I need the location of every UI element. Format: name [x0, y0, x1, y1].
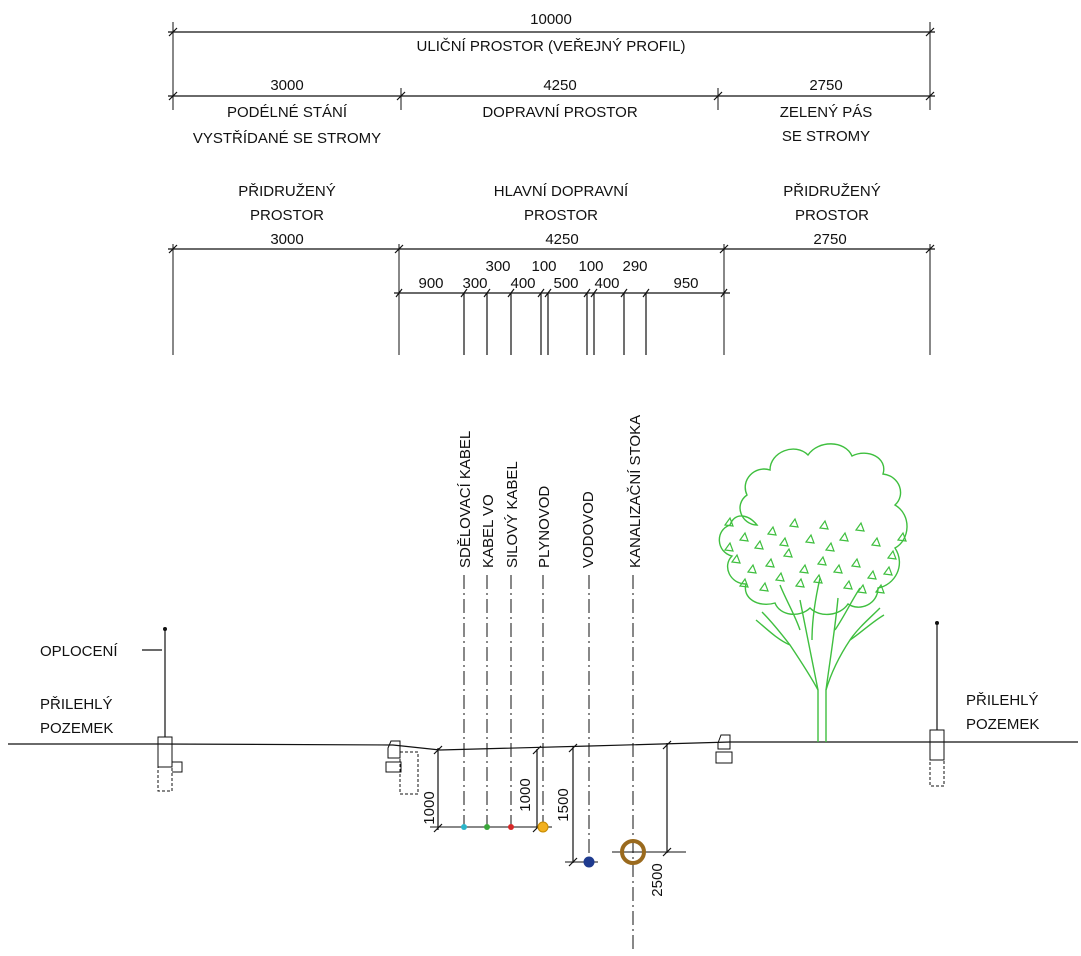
zone-1-line1: PŘIDRUŽENÝ — [238, 183, 336, 200]
network-dimensions: 900 300 300 400 100 500 100 400 290 950 — [394, 258, 730, 355]
left-curb — [385, 740, 419, 795]
net-dim-1: 900 — [418, 275, 443, 292]
depth-2: 1000 — [517, 778, 534, 811]
tree-illustration — [718, 443, 908, 742]
gas-pipe-symbol — [537, 821, 549, 833]
segment-3-label: ZELENÝ PÁS — [780, 104, 873, 121]
net-dim-2: 300 — [462, 275, 487, 292]
left-plot-label-2: POZEMEK — [40, 720, 113, 737]
total-width-value: 10000 — [530, 11, 572, 28]
net-dim-3: 300 — [485, 258, 510, 275]
net-dim-4: 400 — [510, 275, 535, 292]
segment-1-label: PODÉLNÉ STÁNÍ — [227, 104, 348, 121]
left-plot-label-1: PŘILEHLÝ — [40, 696, 113, 713]
utility-label-telecom: SDĚLOVACÍ KABEL — [457, 431, 474, 568]
zone-2-line1: HLAVNÍ DOPRAVNÍ — [494, 183, 629, 200]
right-plot-label-2: POZEMEK — [966, 716, 1039, 733]
segment-3-label-2: SE STROMY — [782, 128, 870, 145]
zone-2-line2: PROSTOR — [524, 207, 598, 224]
utility-symbols — [461, 821, 646, 868]
utility-label-water: VODOVOD — [580, 491, 597, 568]
net-dim-9: 290 — [622, 258, 647, 275]
net-dim-5: 100 — [531, 258, 556, 275]
zone-1-line2: PROSTOR — [250, 207, 324, 224]
zone-dimensions: 3000 4250 2750 — [168, 231, 935, 355]
segment-1-label-2: VYSTŘÍDANÉ SE STROMY — [193, 130, 381, 147]
segment-2-label: DOPRAVNÍ PROSTOR — [482, 104, 637, 121]
depth-1: 1000 — [421, 791, 438, 824]
segment-3-value: 2750 — [809, 77, 842, 94]
network-drop-lines — [463, 293, 647, 355]
left-fence: OPLOCENÍ PŘILEHLÝ POZEMEK — [40, 627, 183, 792]
utility-label-power: SILOVÝ KABEL — [504, 461, 521, 568]
utility-label-sewer: KANALIZAČNÍ STOKA — [627, 415, 644, 568]
utility-label-public-lighting: KABEL VO — [480, 494, 497, 568]
fence-label: OPLOCENÍ — [40, 643, 118, 660]
right-fence: PŘILEHLÝ POZEMEK — [929, 621, 1039, 787]
zone-3-line2: PROSTOR — [795, 207, 869, 224]
power-cable-symbol — [508, 824, 514, 830]
zone-3-line1: PŘIDRUŽENÝ — [783, 183, 881, 200]
telecom-cable-symbol — [461, 824, 467, 830]
utility-axes — [463, 575, 634, 952]
depth-4: 2500 — [649, 863, 666, 896]
lighting-cable-symbol — [484, 824, 490, 830]
segment-1-value: 3000 — [270, 77, 303, 94]
net-dim-6: 500 — [553, 275, 578, 292]
utility-labels: SDĚLOVACÍ KABEL KABEL VO SILOVÝ KABEL PL… — [457, 415, 644, 568]
zone-1-value: 3000 — [270, 231, 303, 248]
zone-labels: PŘIDRUŽENÝ PROSTOR HLAVNÍ DOPRAVNÍ PROST… — [238, 183, 881, 224]
sewer-pipe-symbol — [620, 839, 646, 865]
segment-2-value: 4250 — [543, 77, 576, 94]
net-dim-10: 950 — [673, 275, 698, 292]
right-plot-label-1: PŘILEHLÝ — [966, 692, 1039, 709]
tree-leaves — [723, 516, 907, 594]
depth-3: 1500 — [555, 788, 572, 821]
net-dim-7: 100 — [578, 258, 603, 275]
segment-dimensions: 3000 PODÉLNÉ STÁNÍ VYSTŘÍDANÉ SE STROMY … — [168, 77, 935, 147]
zone-2-value: 4250 — [545, 231, 578, 248]
right-curb — [715, 734, 733, 764]
utility-label-gas: PLYNOVOD — [536, 486, 553, 568]
water-pipe-symbol — [583, 856, 595, 868]
total-width-dimension: 10000 ULIČNÍ PROSTOR (VEŘEJNÝ PROFIL) — [168, 11, 935, 110]
zone-3-value: 2750 — [813, 231, 846, 248]
depth-dimensions: 1000 1000 1500 2500 — [421, 740, 686, 897]
net-dim-8: 400 — [594, 275, 619, 292]
total-width-label: ULIČNÍ PROSTOR (VEŘEJNÝ PROFIL) — [417, 38, 686, 55]
